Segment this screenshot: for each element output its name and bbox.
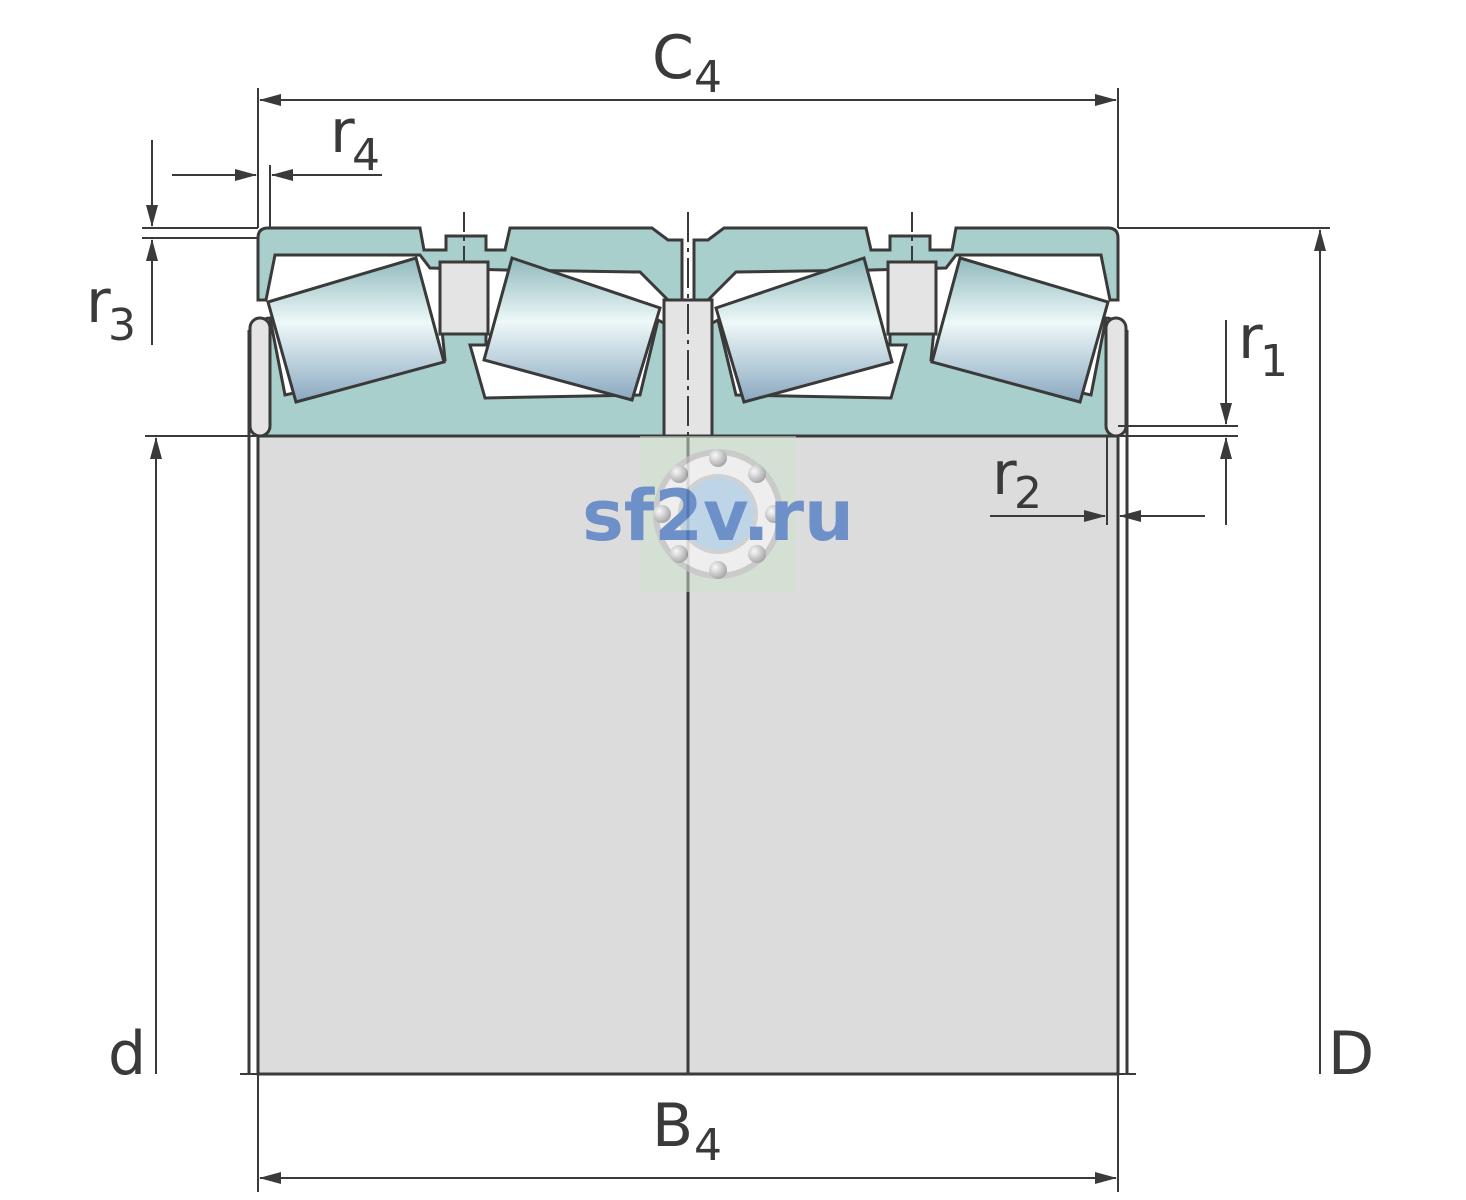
svg-text:2: 2 xyxy=(1014,468,1042,519)
ball-bearing-icon xyxy=(653,449,783,579)
center-lines xyxy=(240,212,1136,1075)
dimension-label-r2: r 2 xyxy=(992,439,1042,519)
end-seal-right xyxy=(1104,316,1128,438)
cage-spacer xyxy=(886,260,938,336)
watermark-text: sf2v.ru xyxy=(582,475,854,557)
end-seal-left xyxy=(248,316,272,438)
svg-text:4: 4 xyxy=(694,1120,722,1171)
svg-text:1: 1 xyxy=(1260,336,1288,387)
roller xyxy=(930,256,1110,404)
dimension-label-D: D xyxy=(1328,1019,1374,1089)
svg-text:B: B xyxy=(652,1091,693,1161)
svg-text:r: r xyxy=(1238,303,1263,373)
svg-text:C: C xyxy=(652,23,694,93)
svg-text:3: 3 xyxy=(108,300,136,351)
dimension-label-d: d xyxy=(108,1019,146,1089)
svg-text:4: 4 xyxy=(352,130,380,181)
dimension-label-r3: r 3 xyxy=(86,267,136,351)
svg-text:4: 4 xyxy=(694,52,722,103)
roller xyxy=(266,256,446,404)
svg-text:r: r xyxy=(330,97,355,167)
dimension-lines xyxy=(142,88,1330,1192)
rollers xyxy=(266,256,1110,404)
watermark: sf2v.ru xyxy=(582,436,854,592)
roller xyxy=(714,256,894,404)
dimension-label-b4: B 4 xyxy=(652,1091,722,1171)
cage-spacer xyxy=(438,260,490,336)
dimension-label-r4: r 4 xyxy=(330,97,380,181)
svg-text:r: r xyxy=(86,267,111,337)
roller xyxy=(482,256,662,402)
svg-text:r: r xyxy=(992,439,1017,509)
dimension-label-c4: C 4 xyxy=(652,23,722,103)
dimension-label-r1: r 1 xyxy=(1238,303,1288,387)
